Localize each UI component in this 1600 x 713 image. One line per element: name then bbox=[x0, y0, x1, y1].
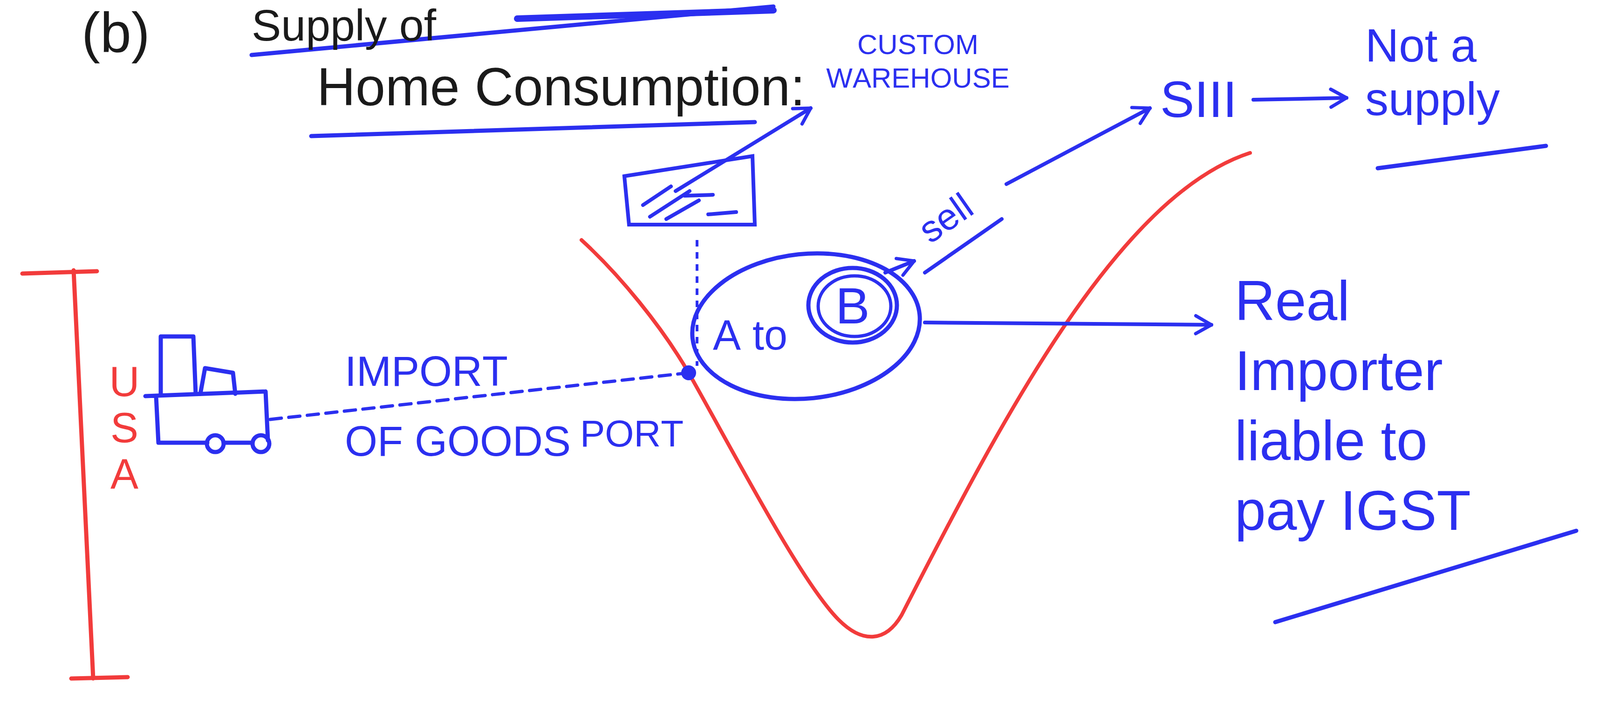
note-text: Real Importer liable to pay IGST bbox=[1234, 265, 1515, 546]
underline bbox=[311, 122, 755, 137]
country-label: USA bbox=[103, 358, 146, 498]
buyer-circle: B bbox=[806, 265, 900, 345]
label-holder: Not a supply bbox=[1365, 18, 1543, 126]
heading-text: Supply of bbox=[251, 0, 437, 51]
label-holder: CUSTOM WAREHOUSE bbox=[820, 27, 1016, 96]
item-marker: (b) bbox=[81, 0, 151, 65]
flow-label: IMPORT OF GOODS bbox=[344, 336, 575, 477]
transaction-ellipse: A to B bbox=[689, 251, 923, 401]
label-holder: (b) bbox=[81, 0, 151, 65]
underline bbox=[1377, 145, 1546, 169]
border-curve bbox=[581, 152, 1251, 637]
action-label: sell bbox=[910, 184, 981, 252]
label-holder: Real Importer liable to pay IGST bbox=[1234, 265, 1515, 546]
warehouse-icon bbox=[624, 156, 755, 225]
place-label: PORT bbox=[580, 412, 684, 456]
port-dot bbox=[681, 365, 697, 381]
leader-line bbox=[924, 322, 1212, 325]
note-text: Not a supply bbox=[1365, 18, 1543, 126]
label-holder: USA bbox=[103, 358, 146, 498]
truck-icon bbox=[145, 336, 270, 452]
label-holder: SIII bbox=[1160, 69, 1238, 130]
leader-line bbox=[1006, 108, 1150, 185]
underline bbox=[517, 10, 774, 19]
warehouse-label: CUSTOM WAREHOUSE bbox=[820, 27, 1016, 96]
label-holder: IMPORT OF GOODS bbox=[344, 336, 575, 477]
underline bbox=[1275, 530, 1577, 623]
schedule-label: SIII bbox=[1160, 69, 1238, 130]
heading-text: Home Consumption: bbox=[316, 55, 806, 118]
label-holder: Supply of bbox=[251, 0, 437, 51]
label-holder: PORT bbox=[580, 412, 684, 456]
label-holder: Home Consumption: bbox=[316, 55, 806, 118]
label-holder: sell bbox=[910, 184, 981, 252]
node-text: B bbox=[835, 277, 870, 334]
node-text: A to bbox=[712, 312, 788, 359]
leader-line bbox=[1253, 97, 1347, 100]
leader-line bbox=[675, 108, 811, 192]
